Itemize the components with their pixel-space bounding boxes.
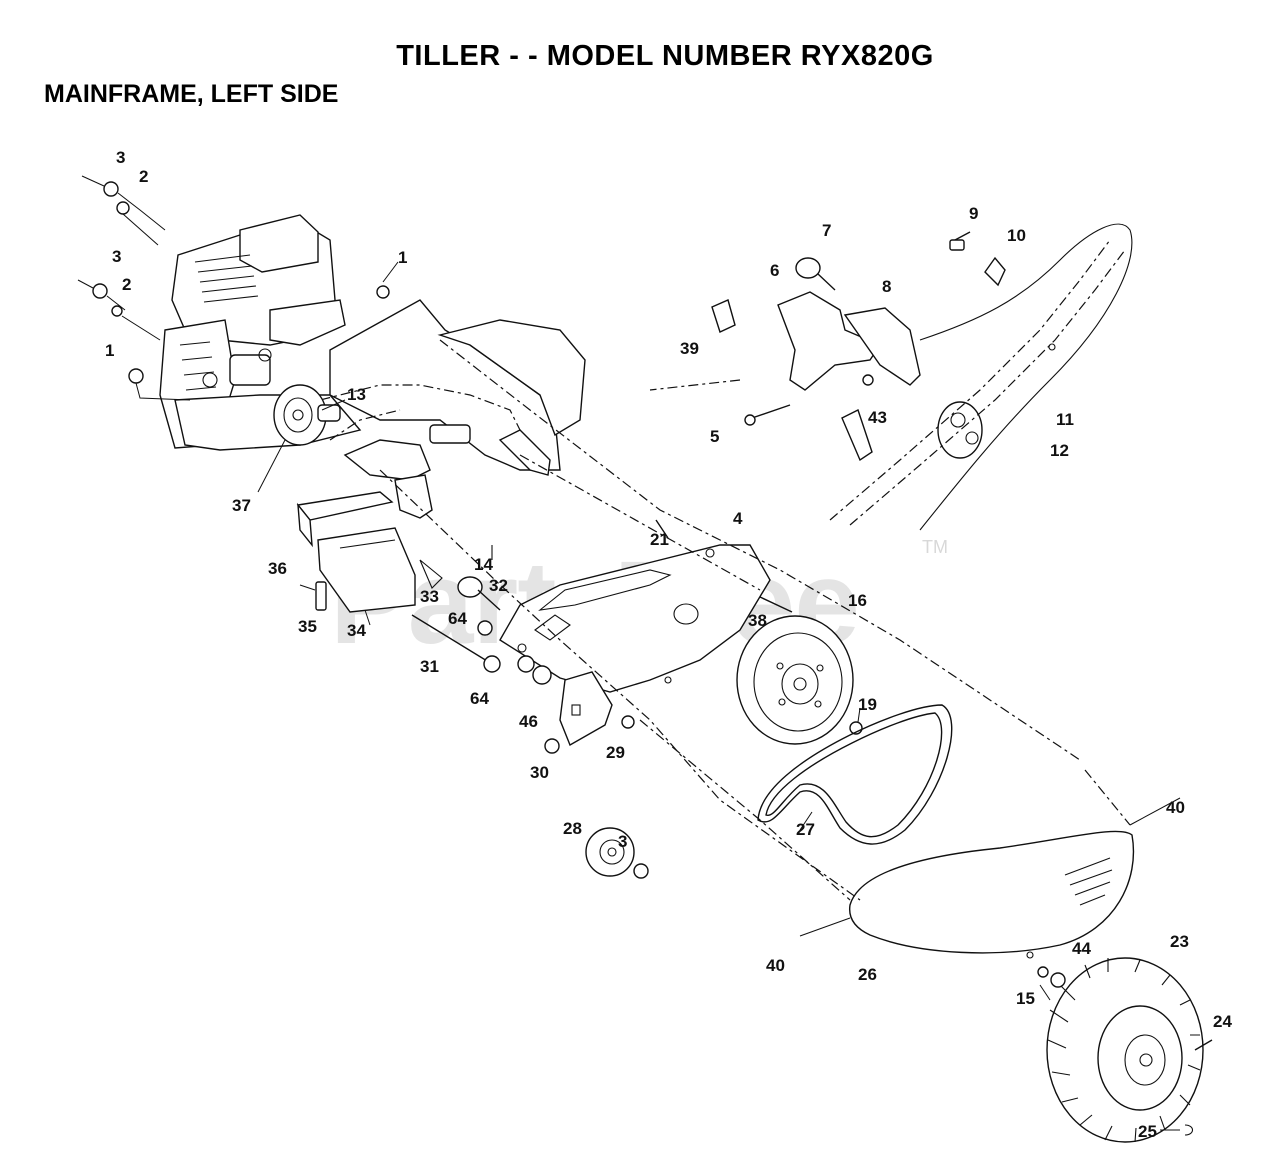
callout-15: 15: [1016, 989, 1035, 1008]
diagram-subtitle: MAINFRAME, LEFT SIDE: [44, 80, 339, 108]
callout-labels: 3 2 3 2 1 1 13 37 36 35 34 33 32 14 31 6…: [105, 148, 1232, 1141]
depth-bar-bracket: [711, 257, 921, 462]
tine-shield: [848, 830, 1135, 959]
callout-1: 1: [105, 341, 114, 360]
callout-36: 36: [268, 559, 287, 578]
wheel: [1037, 957, 1213, 1143]
callout-13: 13: [347, 385, 366, 404]
callout-64: 64: [448, 609, 467, 628]
callout-34: 34: [347, 621, 366, 640]
callout-24: 24: [1213, 1012, 1232, 1031]
callout-9: 9: [969, 204, 978, 223]
leader-lines: [77, 175, 1181, 1131]
callout-12: 12: [1050, 441, 1069, 460]
callout-27: 27: [796, 820, 815, 839]
callout-14: 14: [474, 555, 493, 574]
callout-1: 1: [398, 248, 407, 267]
callout-32: 32: [489, 576, 508, 595]
callout-3: 3: [112, 247, 121, 266]
v-belt: [757, 704, 953, 845]
engine-fasteners: [92, 181, 390, 384]
callout-28: 28: [563, 819, 582, 838]
callout-8: 8: [882, 277, 891, 296]
callout-19: 19: [858, 695, 877, 714]
callout-40: 40: [766, 956, 785, 975]
callout-3: 3: [116, 148, 125, 167]
callout-3: 3: [618, 832, 627, 851]
callout-30: 30: [530, 763, 549, 782]
callout-40: 40: [1166, 798, 1185, 817]
side-shield: [499, 544, 771, 693]
watermark-trademark: TM: [922, 537, 948, 557]
callout-11: 11: [1056, 410, 1074, 429]
callout-29: 29: [606, 743, 625, 762]
callout-33: 33: [420, 587, 439, 606]
shield-fasteners: [477, 519, 793, 685]
callout-44: 44: [1072, 939, 1091, 958]
callout-2: 2: [122, 275, 131, 294]
callout-7: 7: [822, 221, 831, 240]
callout-35: 35: [298, 617, 317, 636]
callout-46: 46: [519, 712, 538, 731]
callout-16: 16: [848, 591, 867, 610]
pulley: [736, 615, 863, 745]
callout-31: 31: [420, 657, 439, 676]
callout-6: 6: [770, 261, 779, 280]
callout-5: 5: [710, 427, 719, 446]
callout-64: 64: [470, 689, 489, 708]
callout-43: 43: [868, 408, 887, 427]
callout-23: 23: [1170, 932, 1189, 951]
callout-2: 2: [139, 167, 148, 186]
callout-21: 21: [650, 530, 669, 549]
lower-bracket-parts: [296, 491, 501, 673]
callout-37: 37: [232, 496, 251, 515]
callout-39: 39: [680, 339, 699, 358]
idler-assembly: [544, 671, 649, 879]
callout-4: 4: [733, 509, 743, 528]
callout-38: 38: [748, 611, 767, 630]
diagram-title: TILLER - - MODEL NUMBER RYX820G: [396, 40, 934, 72]
handle-parts: [829, 223, 1133, 531]
callout-10: 10: [1007, 226, 1026, 245]
callout-26: 26: [858, 965, 877, 984]
callout-25: 25: [1138, 1122, 1157, 1141]
